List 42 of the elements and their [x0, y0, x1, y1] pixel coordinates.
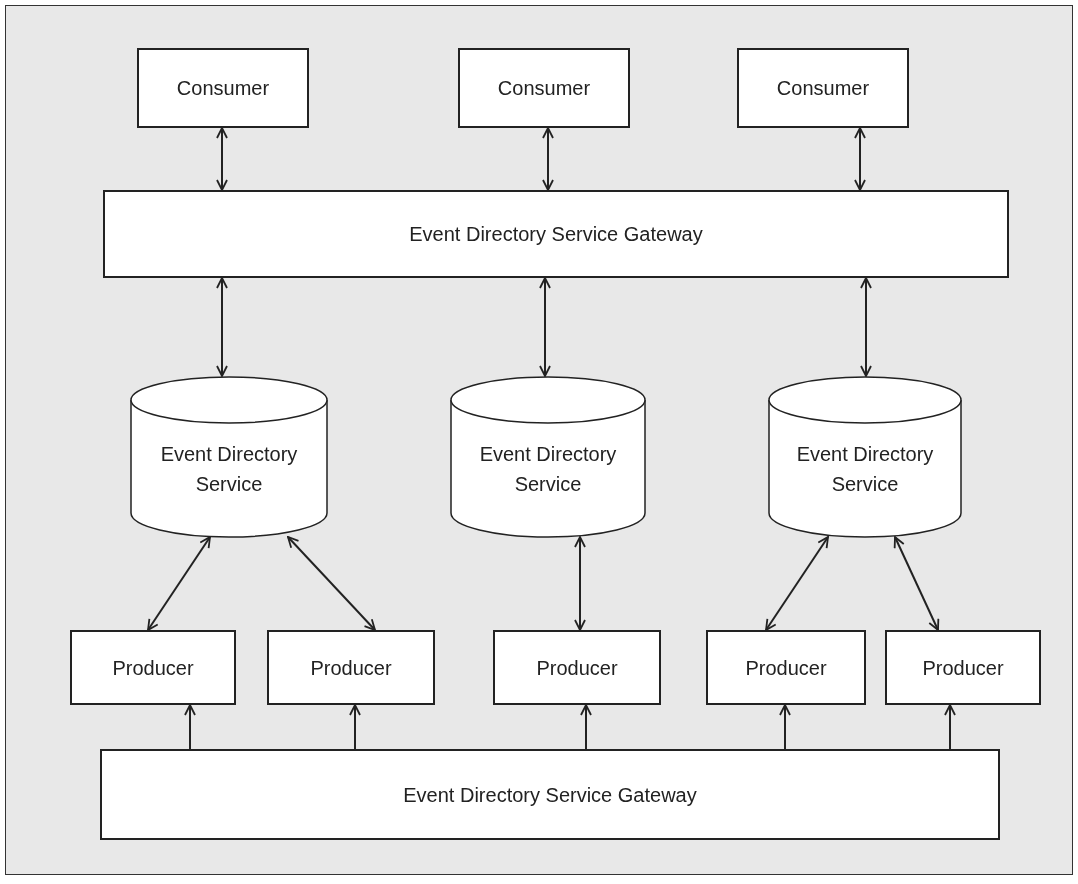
- arrow: [349, 704, 361, 750]
- arrow: [854, 127, 866, 191]
- process-box: [70, 630, 236, 705]
- process-box: [885, 630, 1041, 705]
- node-label: Event Directory Service Gateway: [409, 222, 703, 247]
- node-label: Event Directory Service: [795, 441, 935, 497]
- process-box: [267, 630, 435, 705]
- gateway-box: [100, 749, 1000, 840]
- process-box: [137, 48, 309, 128]
- node-label: Consumer: [176, 76, 270, 101]
- database-cylinder: [768, 376, 962, 537]
- arrow: [860, 277, 872, 377]
- process-box: [458, 48, 630, 128]
- node-label: Producer: [745, 655, 827, 681]
- arrow: [574, 536, 586, 631]
- arrow: [944, 704, 956, 750]
- node-label: Producer: [922, 655, 1004, 681]
- node-label: Event Directory Service Gateway: [403, 782, 697, 808]
- arrow: [765, 536, 829, 631]
- gateway-box: [103, 190, 1009, 278]
- node-label: Producer: [536, 655, 618, 681]
- node-label: Event Directory Service: [478, 441, 618, 497]
- process-box: [493, 630, 661, 705]
- node-label: Producer: [112, 655, 194, 681]
- process-box: [737, 48, 909, 128]
- arrow: [216, 127, 228, 191]
- arrow: [216, 277, 228, 377]
- node-label: Event Directory Service: [159, 441, 299, 497]
- node-label: Consumer: [497, 76, 591, 101]
- arrow: [539, 277, 551, 377]
- database-cylinder: [130, 376, 328, 537]
- arrow: [580, 704, 592, 750]
- node-label: Producer: [310, 655, 392, 681]
- arrow: [542, 127, 554, 191]
- arrow: [893, 536, 940, 631]
- arrow: [184, 704, 196, 750]
- arrow: [147, 536, 211, 631]
- arrow: [287, 536, 376, 631]
- database-cylinder: [450, 376, 646, 537]
- node-label: Consumer: [776, 76, 870, 101]
- process-box: [706, 630, 866, 705]
- arrow: [779, 704, 791, 750]
